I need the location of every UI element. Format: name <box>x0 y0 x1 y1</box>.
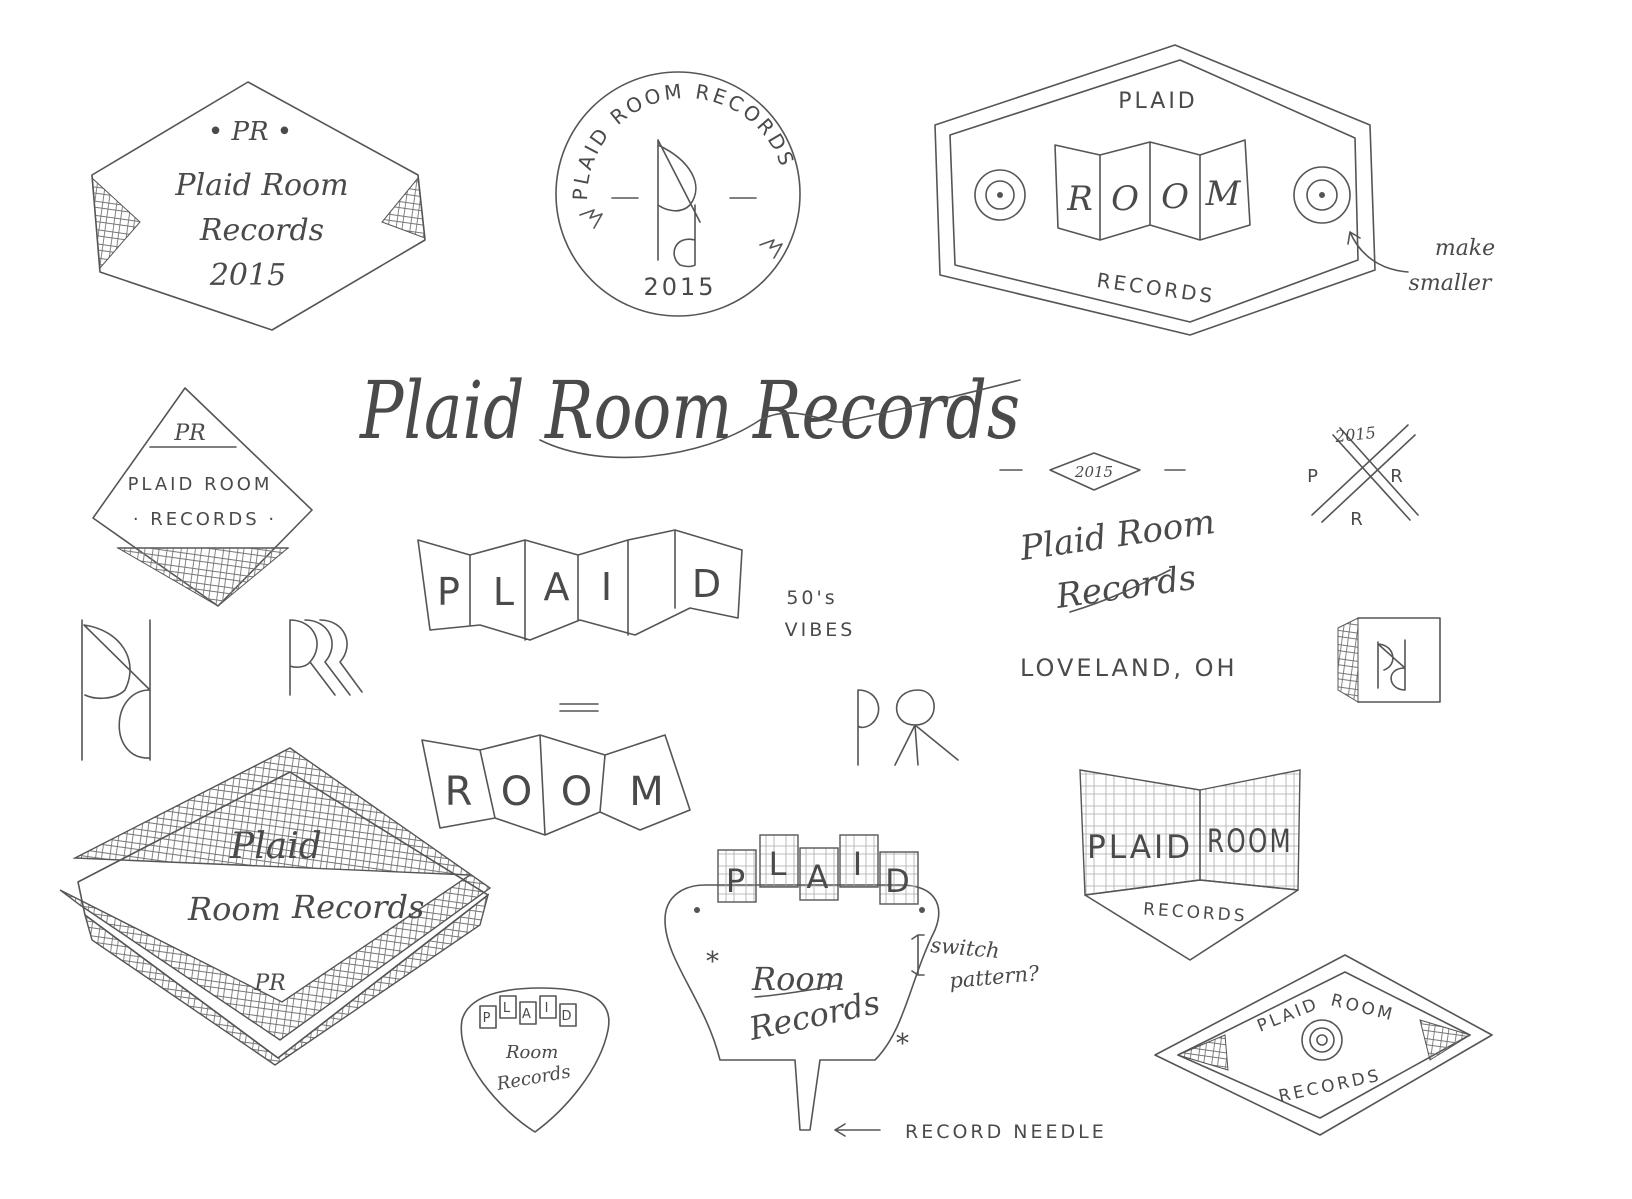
pick-letter-3: A <box>522 1007 534 1022</box>
room-letter-2: O <box>501 769 535 815</box>
flat-diamond: PLAID ROOM RECORDS <box>1154 954 1493 1136</box>
guitar-pick: P L A I D Room Records <box>460 987 610 1133</box>
long-letter-2: O <box>1111 179 1139 219</box>
big-line-2: Room <box>187 890 281 928</box>
x-year: 2015 <box>1333 423 1376 446</box>
diamond-line-2: · RECORDS · <box>133 509 277 530</box>
pick-letter-4: I <box>545 1001 552 1016</box>
flat-top-2: ROOM <box>1329 990 1397 1025</box>
switch-bracket <box>911 934 925 976</box>
room-fold: R O O M <box>421 734 691 836</box>
wordmark-text: Plaid Room Records <box>358 364 1020 457</box>
plaid-letter-3: A <box>544 565 573 609</box>
sign-letter-4: I <box>853 845 865 883</box>
flat-bottom: RECORDS <box>1277 1066 1383 1107</box>
room-letter-1: R <box>445 769 476 815</box>
monogram-pr-tall <box>81 619 151 761</box>
hex-line-3: 2015 <box>209 258 286 293</box>
monogram-tripod <box>857 689 959 766</box>
big-line-1: Plaid <box>229 826 322 867</box>
x-letter-p: P <box>1307 466 1321 487</box>
sign-letter-5: D <box>885 862 913 900</box>
long-letter-4: M <box>1205 174 1242 214</box>
plaid-letter-2: L <box>493 570 517 614</box>
diamond-badge: PR PLAID ROOM · RECORDS · <box>92 387 313 607</box>
long-bottom: RECORDS <box>1095 268 1216 308</box>
box-bottom: RECORDS <box>1143 899 1249 926</box>
hex-line-1: Plaid Room <box>174 168 348 203</box>
vibes-line-2: VIBES <box>785 619 856 641</box>
long-note-2: smaller <box>1409 271 1493 296</box>
plaid-cube <box>1337 617 1441 703</box>
plaid-fold: P L A I D 50's VIBES <box>417 529 856 641</box>
needle-arrow <box>834 1123 881 1137</box>
x-letter-r2: R <box>1350 509 1366 530</box>
pick-letter-2: L <box>503 1001 513 1016</box>
pick-letter-1: P <box>483 1011 494 1026</box>
asterisk-right: * <box>896 1029 909 1059</box>
long-top: PLAID <box>1118 89 1198 114</box>
long-letter-3: O <box>1161 177 1189 217</box>
make-smaller-arrow <box>1347 231 1409 273</box>
box-left: PLAID <box>1087 828 1193 866</box>
long-badge: PLAID R O O M RECORDS make smaller <box>934 44 1495 336</box>
lockup-line-2: Records <box>1053 558 1199 617</box>
pick-line-1: Room <box>505 1042 558 1063</box>
year-lockup: 2015 Plaid Room Records LOVELAND, OH <box>999 452 1238 682</box>
sign-letter-2: L <box>769 845 790 883</box>
plaid-letter-1: P <box>437 570 463 614</box>
main-wordmark: Plaid Room Records <box>358 364 1021 459</box>
sign-letter-1: P <box>726 862 748 900</box>
sign-note-1: switch <box>930 933 1001 963</box>
needle-sign: P L A I D * * Room Records switch patter… <box>664 834 1107 1143</box>
asterisk-left: * <box>706 947 719 977</box>
monogram-prr <box>289 619 363 696</box>
vibes-line-1: 50's <box>786 587 837 609</box>
lockup-year: 2015 <box>1074 463 1113 481</box>
pick-tiles <box>479 995 577 1029</box>
room-letter-4: M <box>629 769 667 815</box>
diamond-monogram: PR <box>173 421 205 446</box>
x-letter-r: R <box>1390 466 1406 487</box>
diamond-line-1: PLAID ROOM <box>128 474 273 495</box>
circle-badge: PLAID ROOM RECORDS 2015 <box>555 71 801 317</box>
x-mark: 2015 P R R <box>1307 423 1419 530</box>
sign-letter-3: A <box>807 858 832 896</box>
pick-line-2: Records <box>494 1061 572 1095</box>
plaid-letter-5: D <box>692 562 724 606</box>
circle-year: 2015 <box>643 273 716 301</box>
hex-monogram: • PR • <box>208 117 292 147</box>
long-letter-1: R <box>1066 179 1093 219</box>
box-right: ROOM <box>1207 822 1293 860</box>
corner-box: PLAID ROOM RECORDS <box>1079 769 1301 961</box>
hex-line-2: Records <box>199 213 324 248</box>
big-line-3: Records <box>291 888 424 926</box>
room-letter-3: O <box>561 769 595 815</box>
pick-letter-5: D <box>561 1009 574 1024</box>
lockup-location: LOVELAND, OH <box>1020 654 1238 682</box>
hex-badge: • PR • Plaid Room Records 2015 <box>91 81 426 331</box>
long-note-1: make <box>1435 236 1495 261</box>
big-diamond: Plaid Room Records PR <box>59 747 492 1066</box>
needle-label: RECORD NEEDLE <box>905 1121 1107 1143</box>
or-divider <box>559 703 599 712</box>
big-monogram: PR <box>253 971 285 996</box>
sign-note-2: pattern? <box>948 961 1041 993</box>
plaid-letter-4: I <box>601 565 615 609</box>
